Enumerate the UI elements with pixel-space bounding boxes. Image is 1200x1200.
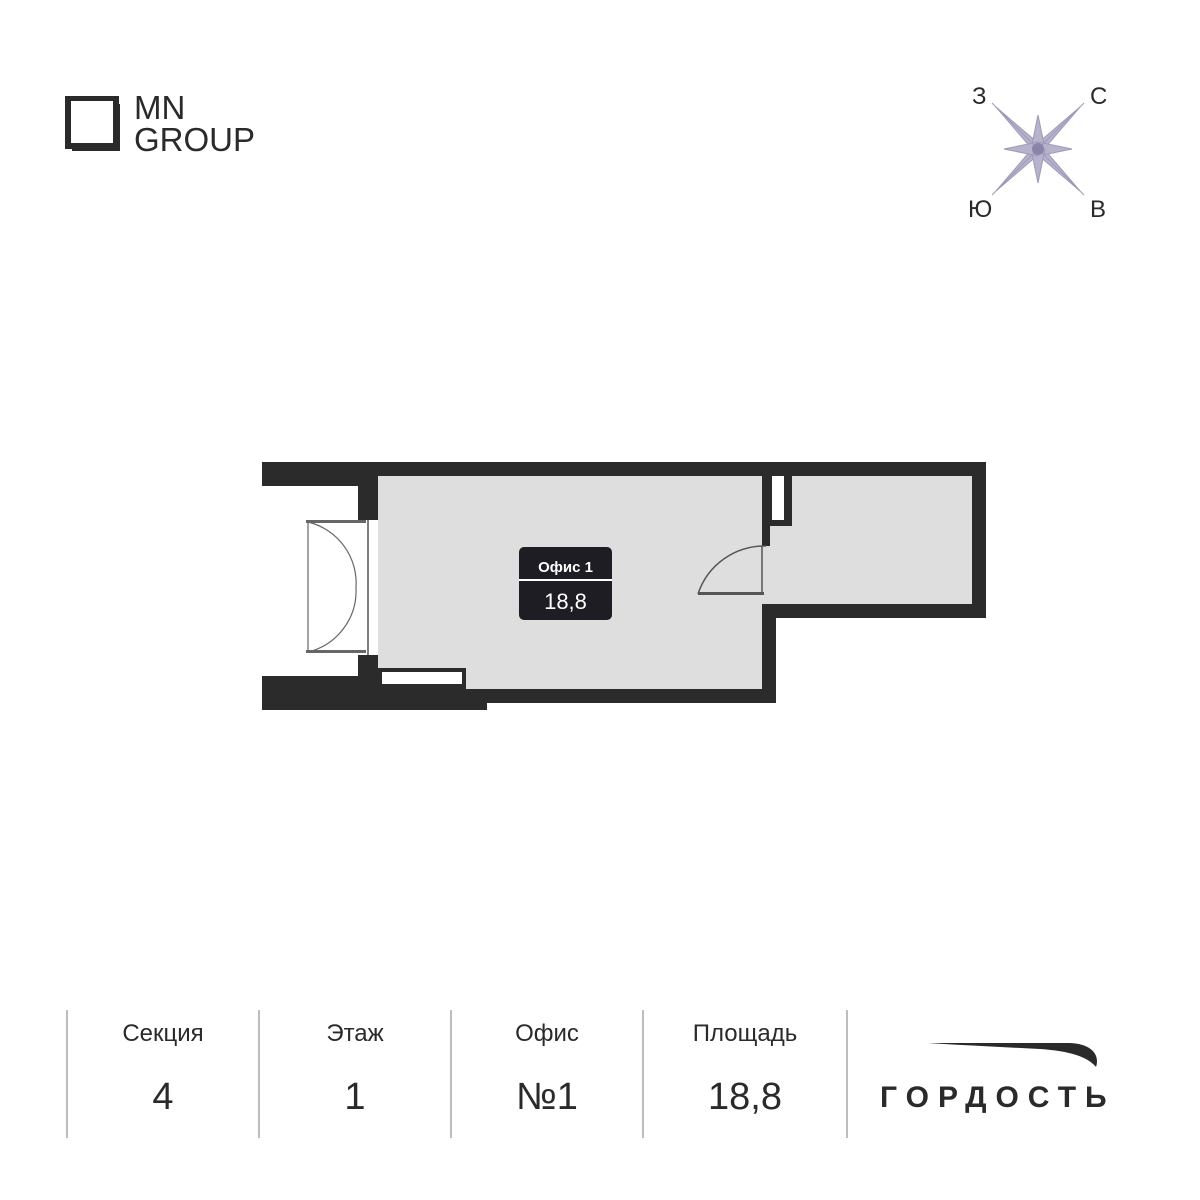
compass-south-label: Ю [968,196,993,223]
brand-name: ГОРДОСТЬ [880,1081,1116,1114]
swoosh-logo-icon [928,1043,1097,1067]
room-name: Офис 1 [538,559,593,576]
section-value: 4 [152,1076,174,1118]
compass-rose-icon [991,102,1085,196]
logo-line1: MN [134,89,186,126]
floor-label: Этаж [326,1020,384,1047]
outer-walls [262,462,986,710]
info-divider [450,1010,452,1138]
logo-line2: GROUP [134,121,256,158]
office-room-label: Офис 1 18,8 [519,547,612,620]
floor-value: 1 [344,1076,366,1118]
info-area: Площадь 18,8 [644,1020,846,1119]
info-floor: Этаж 1 [260,1020,450,1119]
gordost-brand-logo: ГОРДОСТЬ [880,1035,1150,1115]
info-section: Секция 4 [68,1020,258,1119]
info-divider [846,1010,848,1138]
info-divider [642,1010,644,1138]
area-value: 18,8 [708,1076,782,1118]
area-label: Площадь [692,1020,798,1047]
office-label: Офис [515,1020,579,1047]
mn-group-logo-icon [64,95,121,152]
info-divider [66,1010,68,1138]
mn-group-logo-text: MN GROUP [134,89,256,158]
info-divider [258,1010,260,1138]
section-label: Секция [122,1020,204,1047]
label-divider [519,579,612,581]
floor-plan [250,450,1000,720]
compass: З С Ю В [960,80,1120,230]
compass-west-label: З [972,83,987,110]
office-floor [378,476,972,689]
compass-east-label: В [1090,196,1107,223]
room-area: 18,8 [544,589,587,614]
office-value: №1 [516,1076,578,1118]
compass-north-label: С [1090,83,1108,110]
info-office: Офис №1 [452,1020,642,1119]
